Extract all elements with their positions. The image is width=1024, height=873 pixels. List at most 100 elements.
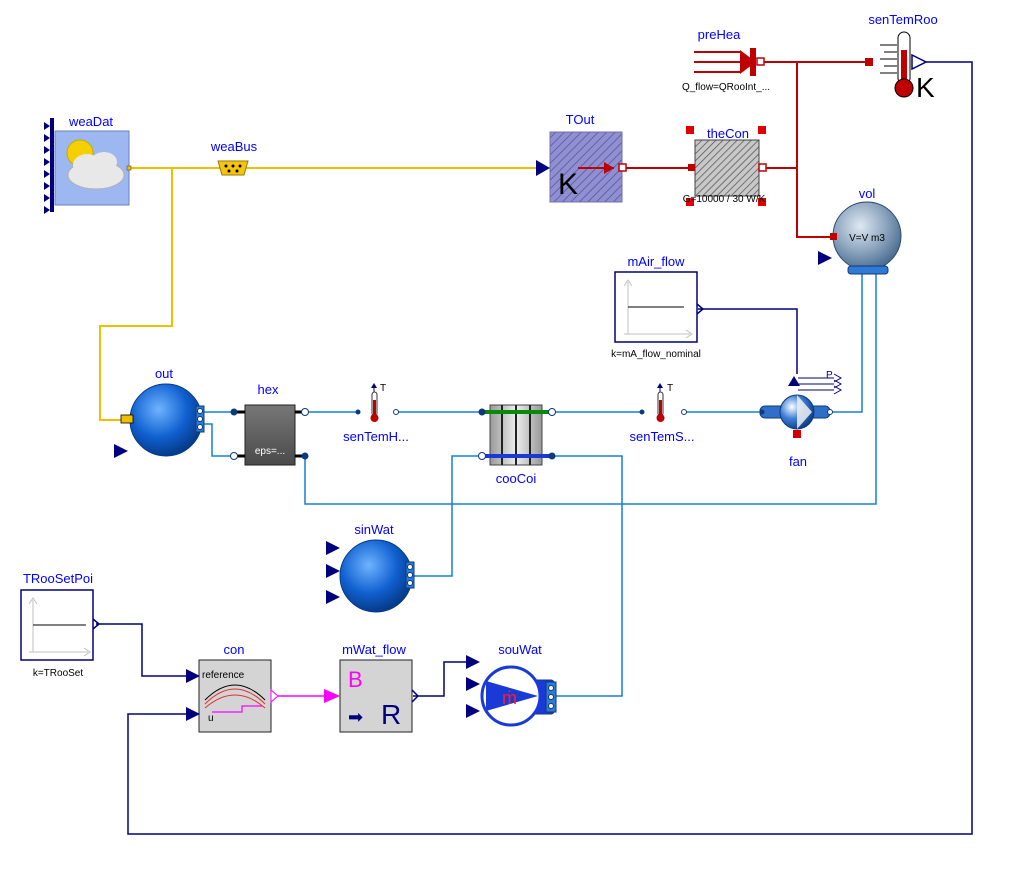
souwat-input-icon — [466, 655, 480, 718]
prehea-label: preHea — [698, 27, 741, 42]
heat-recovery-block[interactable]: hex eps=... — [230, 382, 309, 466]
fan-input-icon — [788, 376, 800, 386]
sinwat-input-icon — [326, 541, 340, 604]
prehea-port — [756, 57, 765, 66]
weather-bus-connector[interactable]: weaBus — [210, 139, 258, 176]
sentemroo-heat-port — [865, 58, 873, 66]
water-sin-coil — [414, 455, 482, 577]
hex-label: hex — [258, 382, 279, 397]
signal-mair-fan — [698, 308, 798, 374]
thermometer-icon — [370, 383, 379, 422]
prehea-parameter: Q_flow=QRooInt_... — [682, 82, 770, 93]
corner-marker-icon — [686, 198, 694, 206]
conductor-icon — [694, 139, 760, 197]
controller-block[interactable]: con reference u — [186, 642, 279, 733]
room-setpoint-block[interactable]: TRooSetPoi k=TRooSet — [20, 571, 101, 679]
sinwat-label: sinWat — [354, 522, 394, 537]
out-fluid-ports — [195, 405, 205, 433]
mwatflow-input-icon — [324, 689, 340, 703]
vol-label: vol — [859, 186, 876, 201]
heat-flow-arrow-icon — [740, 50, 756, 74]
sentemsup-symbol: T — [667, 383, 673, 394]
water-flow-conversion-block[interactable]: mWat_flow B ➡ R — [324, 642, 420, 733]
out-bus-port — [120, 414, 134, 424]
corner-marker-icon — [758, 198, 766, 206]
heat-connection-vol — [796, 168, 833, 238]
con-label: con — [224, 642, 245, 657]
cooling-coil-block[interactable]: cooCoi — [478, 404, 556, 486]
room-temperature-sensor-block[interactable]: senTemRoo K — [865, 12, 938, 103]
supply-air-temperature-sensor[interactable]: T senTemS... — [629, 383, 695, 444]
con-reference-label: reference — [202, 670, 245, 681]
con-u-label: u — [208, 713, 214, 724]
thecon-port-b — [758, 163, 767, 172]
thecon-port-a — [688, 164, 695, 171]
thermometer-icon — [656, 383, 665, 422]
mwatflow-real-symbol: R — [381, 699, 401, 730]
tout-unit-symbol: K — [558, 168, 578, 201]
troosetpoi-label: TRooSetPoi — [23, 571, 93, 586]
prescribed-heat-flow-block[interactable]: preHea Q_flow=QRooInt_... — [682, 27, 770, 93]
thecon-label: theCon — [707, 126, 749, 141]
coocoi-label: cooCoi — [496, 471, 537, 486]
sentemhx-symbol: T — [380, 383, 386, 394]
air-flow-setpoint-block[interactable]: mAir_flow k=mA_flow_nominal — [611, 254, 705, 360]
thermal-conductor-block[interactable]: theCon G=10000 / 30 W/K — [683, 126, 767, 206]
sun-cloud-icon — [66, 139, 125, 190]
mairflow-label: mAir_flow — [627, 254, 685, 269]
arrow-right-icon: ➡ — [348, 707, 363, 727]
fluid-fan-vol — [830, 272, 863, 413]
corner-marker-icon — [686, 126, 694, 134]
connections — [96, 61, 973, 835]
room-volume-block[interactable]: vol V=V m3 — [818, 186, 902, 275]
fan-label: fan — [789, 454, 807, 469]
hx-outlet-temperature-sensor[interactable]: T senTemH... — [343, 383, 409, 444]
boundary-sphere-icon — [129, 383, 203, 457]
signal-setpoint-con — [96, 623, 186, 677]
sentemroo-unit-symbol: K — [916, 72, 935, 103]
out-input-icon — [114, 444, 128, 458]
vol-heat-port — [830, 233, 837, 240]
fluid-vol-hex — [304, 272, 877, 505]
water-source-block[interactable]: souWat ṁ — [466, 642, 557, 727]
thecon-parameter: G=10000 / 30 W/K — [683, 194, 766, 205]
water-sink-block[interactable]: sinWat — [326, 522, 415, 613]
boundary-sphere-icon — [339, 539, 413, 613]
weather-data-block[interactable]: weaDat — [44, 114, 132, 214]
weadat-label: weaDat — [68, 114, 113, 129]
bus-connection-out — [99, 168, 173, 421]
mwatflow-boolean-symbol: B — [348, 667, 363, 692]
thermometer-icon — [880, 31, 914, 98]
hysteresis-icon — [204, 684, 266, 713]
vol-fluid-ports — [847, 265, 889, 275]
heat-connection-room — [765, 62, 798, 169]
out-label: out — [155, 366, 173, 381]
weather-input-connector-icon — [44, 118, 54, 214]
hex-parameter: eps=... — [255, 446, 285, 457]
fluid-hex-out — [203, 423, 232, 457]
outdoor-temperature-block[interactable]: TOut K — [536, 112, 627, 203]
weabus-label: weaBus — [210, 139, 258, 154]
sinwat-fluid-ports — [405, 561, 415, 589]
fan-power-port-label: P — [826, 370, 833, 381]
sentemsup-label: senTemS... — [629, 429, 694, 444]
controller-icon — [198, 659, 272, 733]
tout-input-icon — [536, 160, 550, 176]
souwat-flow-symbol: ṁ — [502, 688, 517, 708]
sentemroo-label: senTemRoo — [868, 12, 937, 27]
souwat-label: souWat — [498, 642, 542, 657]
boolean-to-real-icon — [339, 659, 413, 733]
sentemhx-label: senTemH... — [343, 429, 409, 444]
outside-boundary-block[interactable]: out — [114, 366, 205, 458]
signal-mwat-sou — [413, 661, 466, 697]
water-coil-sou — [552, 455, 623, 697]
vol-parameter: V=V m3 — [849, 233, 885, 244]
souwat-fluid-ports — [545, 681, 557, 713]
vol-input-icon — [818, 251, 832, 265]
mwatflow-label: mWat_flow — [342, 642, 406, 657]
heat-exchanger-icon — [244, 404, 296, 466]
signal-roomtemp-con — [127, 61, 973, 835]
fan-power-output-icon — [798, 373, 843, 395]
fan-block[interactable]: P fan — [759, 370, 843, 469]
